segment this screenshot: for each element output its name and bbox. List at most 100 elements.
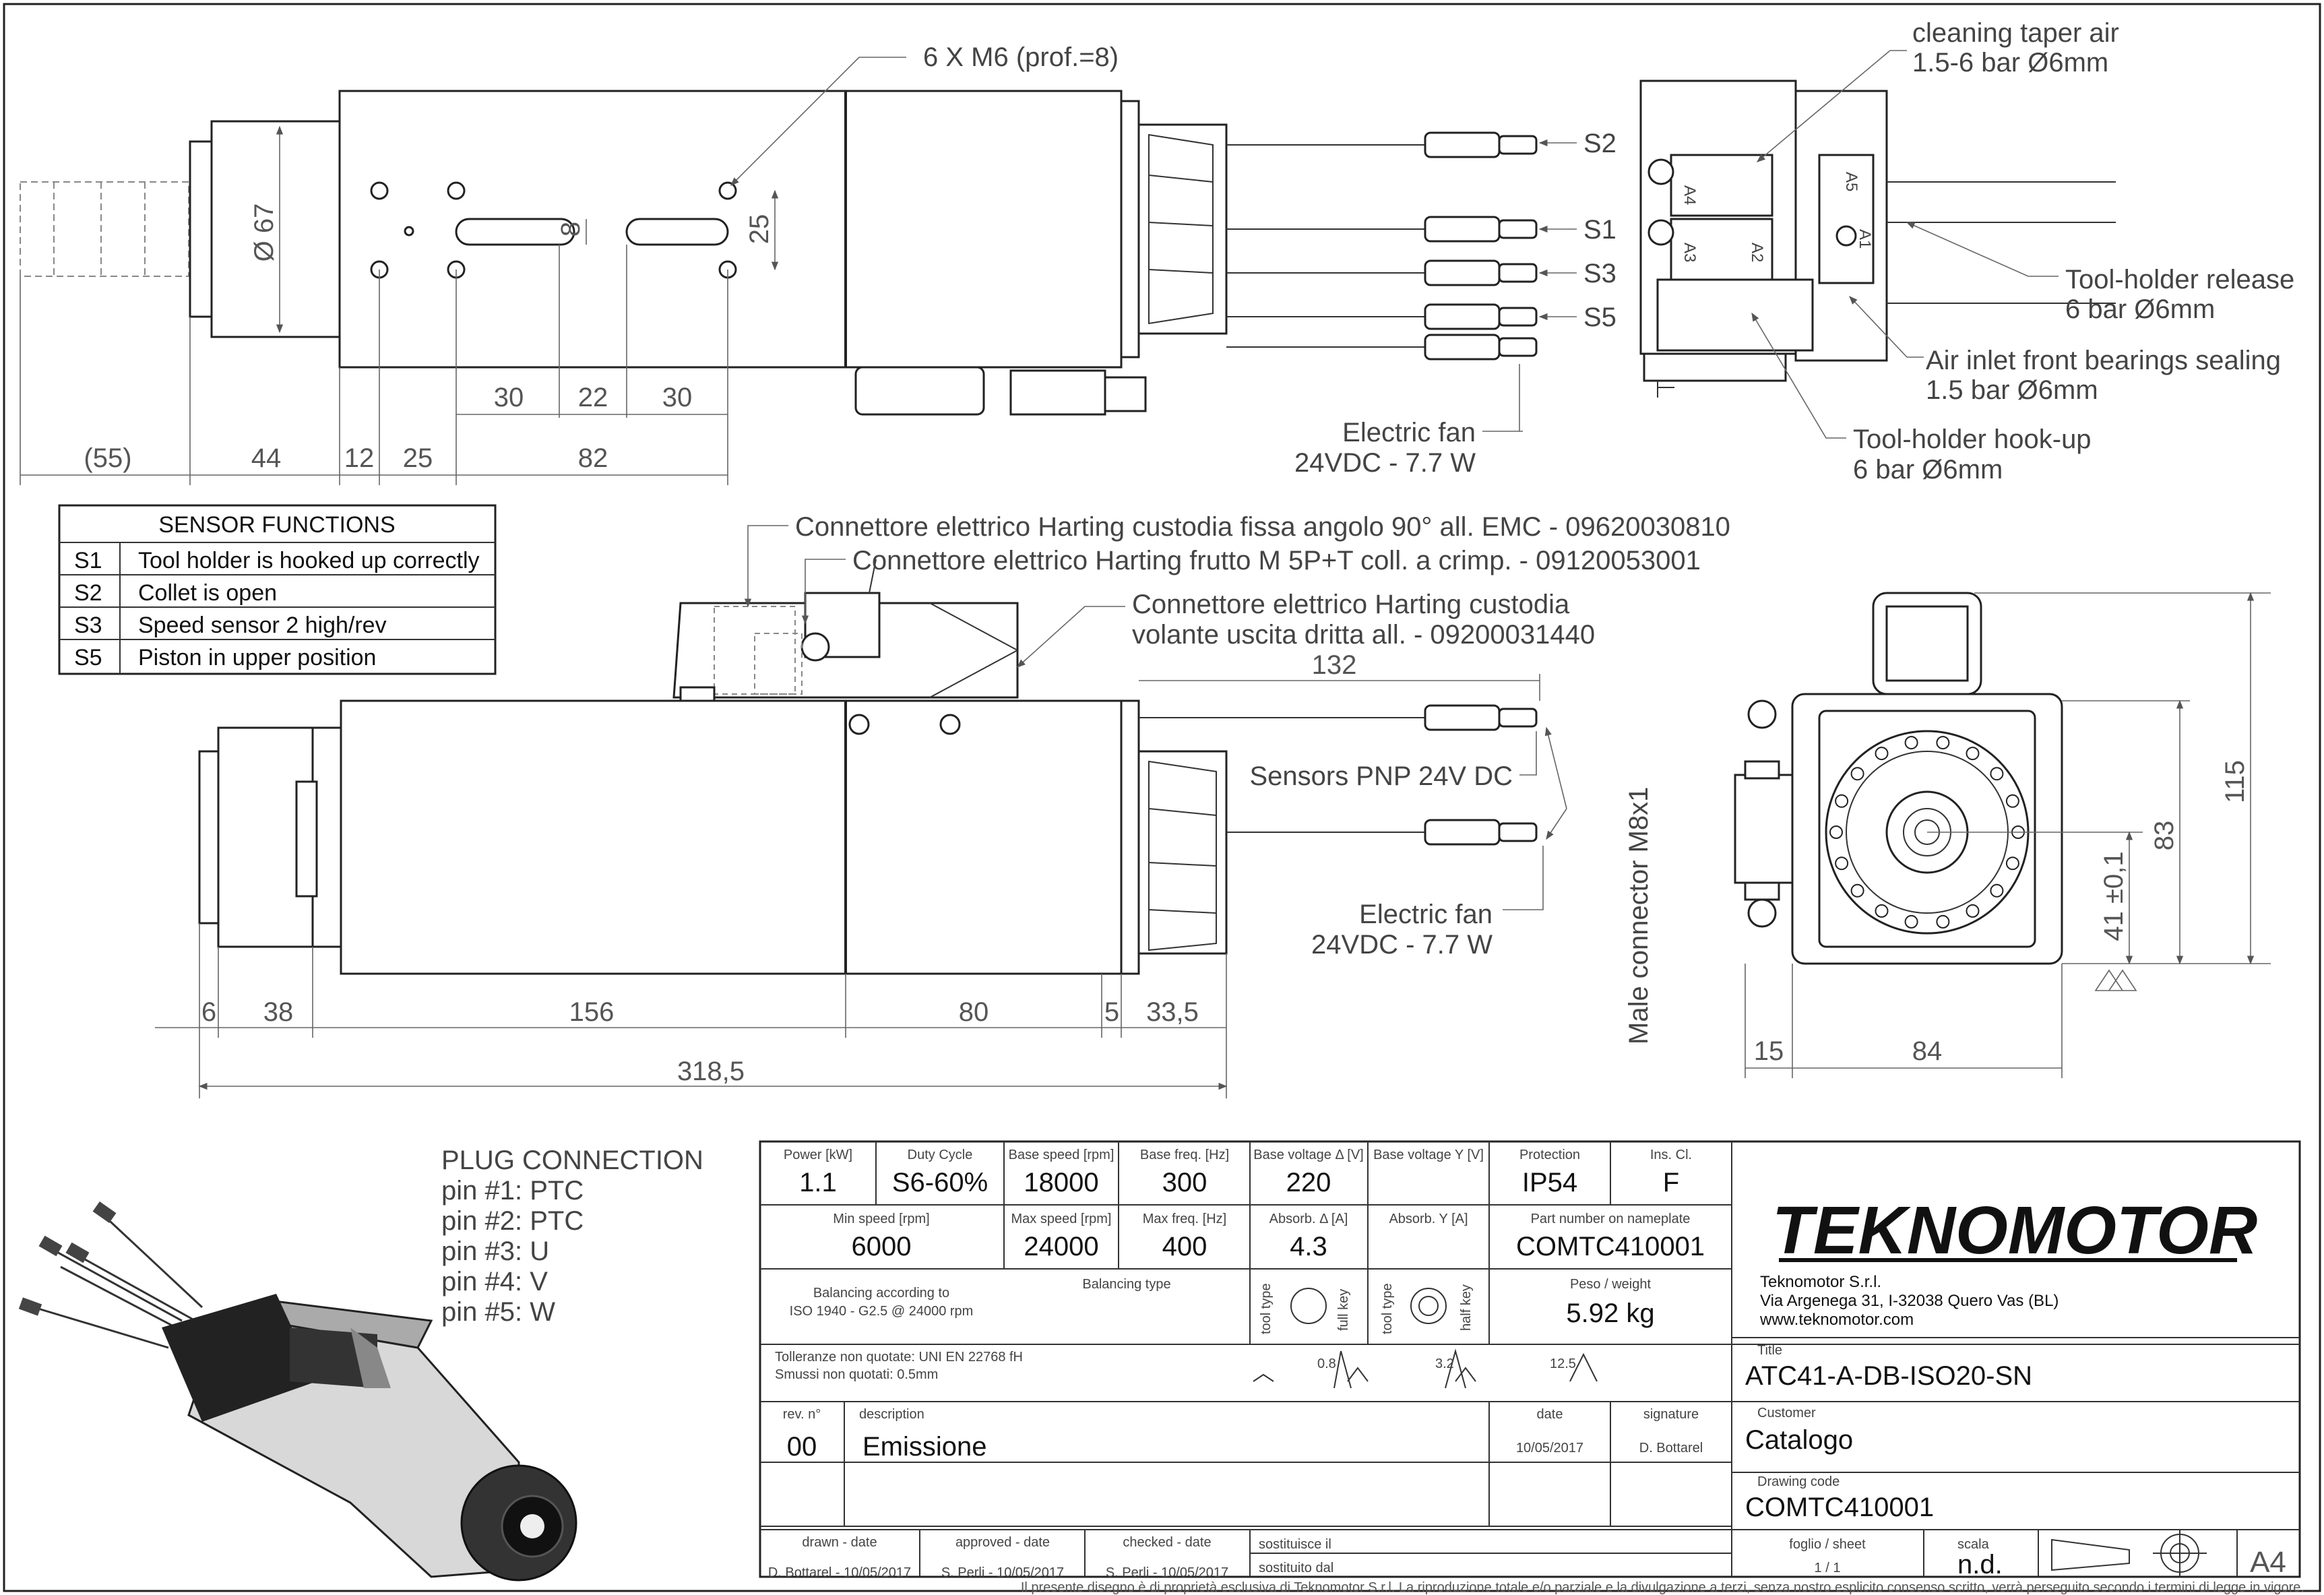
- spindle-3d-render: [18, 1201, 577, 1582]
- tb-max-freq: 400: [1162, 1232, 1207, 1261]
- tb-protection: IP54: [1522, 1168, 1577, 1197]
- tb-part-label: Part number on nameplate: [1531, 1212, 1691, 1226]
- dim-318-5: 318,5: [677, 1057, 745, 1086]
- cleaning-label-2: 1.5-6 bar Ø6mm: [1912, 48, 2108, 77]
- plug-connection: PLUG CONNECTION pin #1: PTC pin #2: PTC …: [441, 1146, 703, 1327]
- sensor-text-1: Tool holder is hooked up correctly: [138, 548, 480, 573]
- company-web: www.teknomotor.com: [1759, 1311, 1914, 1329]
- dim-84: 84: [1912, 1036, 1943, 1066]
- plug-title: PLUG CONNECTION: [441, 1146, 703, 1175]
- valve-a5: A5: [1842, 172, 1860, 191]
- tb-base-speed: 18000: [1024, 1168, 1098, 1197]
- bearing-label-1: Air inlet front bearings sealing: [1926, 346, 2281, 375]
- dim-6: 6: [201, 997, 216, 1027]
- roughness-symbols: [1253, 1348, 1598, 1389]
- tb-title-label: Title: [1757, 1343, 1782, 1358]
- hookup-label-2: 6 bar Ø6mm: [1853, 455, 2003, 484]
- bolt-hole: [1835, 856, 1849, 871]
- tb-roughness-3: 12.5: [1550, 1356, 1576, 1371]
- bolt-hole: [1966, 904, 1980, 918]
- tb-drawn-label: drawn - date: [802, 1535, 877, 1550]
- harting-callout-2: Connettore elettrico Harting frutto M 5P…: [852, 546, 1701, 575]
- tb-drawing-code-label: Drawing code: [1757, 1474, 1840, 1489]
- tb-tolerance-1: Tolleranze non quotate: UNI EN 22768 fH: [775, 1350, 1023, 1365]
- tb-base-volt-d-label: Base voltage Δ [V]: [1253, 1148, 1363, 1162]
- cleaning-label-1: cleaning taper air: [1912, 18, 2119, 48]
- bolt-hole: [1850, 883, 1864, 898]
- bolt-hole: [1966, 747, 1980, 761]
- drawing-frame: [3, 3, 2321, 1592]
- bolt-hole: [1875, 747, 1889, 761]
- dim-156: 156: [569, 997, 615, 1027]
- tb-max-speed: 24000: [1024, 1232, 1098, 1261]
- dim-82: 82: [578, 443, 608, 473]
- sensor-text-4: Piston in upper position: [138, 645, 376, 670]
- side-fan-label-1: Electric fan: [1359, 900, 1493, 929]
- tb-sheet: 1 / 1: [1815, 1561, 1841, 1575]
- tb-power: 1.1: [799, 1168, 837, 1197]
- plug-pin-2: pin #2: PTC: [441, 1206, 584, 1236]
- tb-format: A4: [2250, 1546, 2286, 1579]
- tb-weight: 5.92 kg: [1566, 1299, 1654, 1328]
- dim-33-5: 33,5: [1146, 997, 1199, 1027]
- tb-balancing-type-label: Balancing type: [1082, 1277, 1170, 1292]
- dim-22: 22: [578, 383, 608, 412]
- tb-min-speed: 6000: [852, 1232, 912, 1261]
- bolt-hole: [1850, 767, 1864, 781]
- tb-tolerance-2: Smussi non quotati: 0.5mm: [775, 1367, 938, 1382]
- half-key-symbol: [1410, 1288, 1447, 1324]
- dim-25h: 25: [403, 443, 433, 473]
- dim-30b: 30: [662, 383, 693, 412]
- top-fan-label-2: 24VDC - 7.7 W: [1294, 448, 1476, 478]
- bolt-hole: [1936, 736, 1950, 750]
- plug-pin-3: pin #3: U: [441, 1237, 549, 1266]
- dim-115: 115: [2220, 760, 2250, 803]
- dim-55: (55): [84, 443, 131, 473]
- label-s2: S2: [1583, 129, 1616, 158]
- dim-83: 83: [2149, 821, 2179, 851]
- sensor-code-4: S5: [74, 645, 102, 670]
- tb-scale-label: scala: [1957, 1537, 1990, 1552]
- bolt-hole: [1875, 904, 1889, 918]
- harting-callout-1: Connettore elettrico Harting custodia fi…: [795, 512, 1730, 542]
- side-view: Connettore elettrico Harting custodia fi…: [155, 512, 1730, 1098]
- sensors-pnp-label: Sensors PNP 24V DC: [1249, 761, 1513, 791]
- footer-notice: Il presente disegno è di proprietà esclu…: [1021, 1580, 2304, 1595]
- sensor-text-3: Speed sensor 2 high/rev: [138, 613, 387, 638]
- tb-part: COMTC410001: [1516, 1232, 1705, 1261]
- sensor-functions-table: SENSOR FUNCTIONS S1 Tool holder is hooke…: [58, 504, 497, 675]
- tb-drawn: D. Bottarel - 10/05/2017: [768, 1565, 911, 1580]
- tb-balancing-1: Balancing according to: [813, 1286, 949, 1301]
- valve-a1: A1: [1856, 229, 1874, 249]
- label-s5: S5: [1583, 303, 1616, 332]
- harting-callout-3b: volante uscita dritta all. - 09200031440: [1132, 620, 1595, 650]
- tb-sign-label: signature: [1643, 1407, 1699, 1422]
- company-address: Via Argenega 31, I-32038 Quero Vas (BL): [1760, 1292, 2059, 1310]
- top-view: S2 S1 S3 S5 6 X M6 (prof.=8) Ø 67 25 8 3…: [20, 42, 1616, 485]
- projection-symbol: [2051, 1530, 2207, 1577]
- tb-desc-label: description: [859, 1407, 924, 1422]
- dim-44: 44: [251, 443, 282, 473]
- tb-replaced-label: sostituito dal: [1259, 1561, 1333, 1575]
- company-name: Teknomotor S.r.l.: [1760, 1273, 1881, 1291]
- bolt-hole: [2005, 856, 2019, 871]
- tb-sheet-label: foglio / sheet: [1789, 1537, 1866, 1552]
- sensor-code-2: S2: [74, 580, 102, 606]
- sensor-code-3: S3: [74, 613, 102, 638]
- sensor-text-2: Collet is open: [138, 580, 277, 606]
- tb-scale: n.d.: [1957, 1550, 2003, 1580]
- rear-view: A4 A5 A1 A3 A2 cleaning taper air 1.5-6 …: [1639, 18, 2294, 484]
- tb-ins-label: Ins. Cl.: [1650, 1148, 1692, 1162]
- tb-rev: 00: [787, 1432, 817, 1462]
- bolt-hole: [1904, 736, 1918, 750]
- dim-12: 12: [344, 443, 375, 473]
- tb-tool-type-1: tool type: [1259, 1283, 1274, 1334]
- bolt-hole: [1990, 767, 2004, 781]
- tb-drawing-code: COMTC410001: [1745, 1493, 1934, 1522]
- tb-desc: Emissione: [862, 1432, 987, 1462]
- company-logo: TEKNOMOTOR: [1772, 1193, 2257, 1268]
- tb-weight-label: Peso / weight: [1570, 1277, 1652, 1292]
- plug-pin-1: pin #1: PTC: [441, 1176, 584, 1206]
- tb-roughness-1: 0.8: [1317, 1356, 1336, 1371]
- dim-80: 80: [959, 997, 989, 1027]
